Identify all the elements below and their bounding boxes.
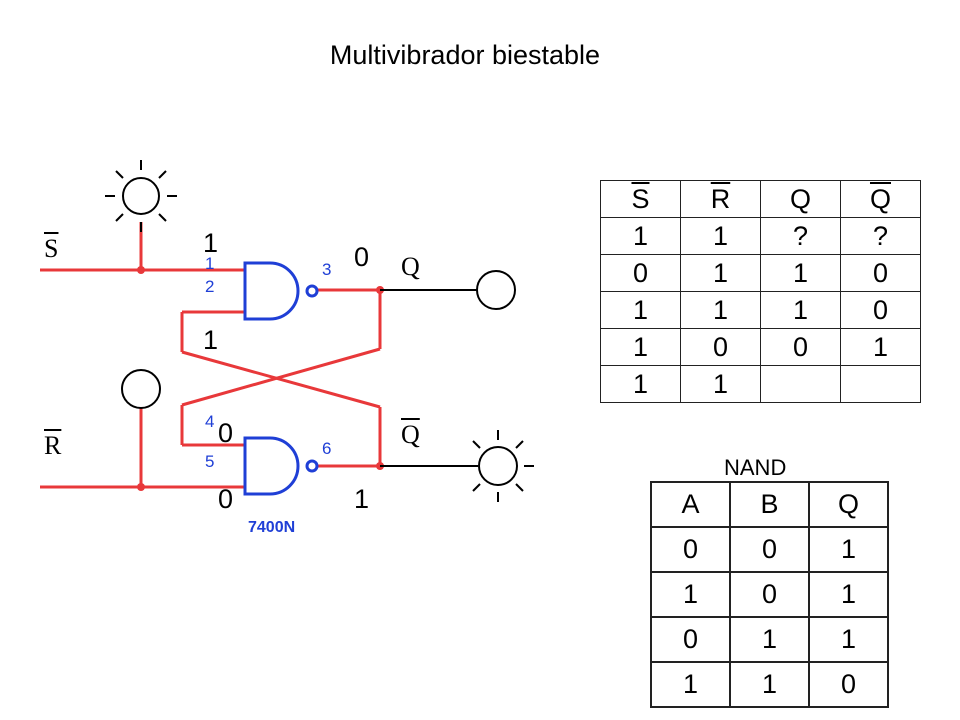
table-row: 1 1 1 0 bbox=[600, 291, 921, 329]
junction-s bbox=[137, 266, 145, 274]
table-cell: 1 bbox=[729, 616, 810, 663]
lamp-off-icon bbox=[121, 369, 161, 409]
nand-gate-top bbox=[243, 261, 319, 321]
lamp-off-icon bbox=[476, 270, 516, 310]
chip-label: 7400N bbox=[248, 519, 296, 536]
junction-r bbox=[137, 483, 145, 491]
logic-value-feedback-bottom: 0 bbox=[218, 418, 234, 448]
cross-wire-b bbox=[181, 347, 381, 407]
table-cell: 0 bbox=[760, 328, 841, 366]
table-cell: 1 bbox=[680, 217, 761, 255]
s-input-label: S bbox=[44, 234, 59, 263]
column-header-b: B bbox=[729, 481, 810, 528]
table-cell: 1 bbox=[650, 661, 731, 708]
pin-label: 1 bbox=[205, 254, 215, 273]
lamp-on-icon bbox=[462, 430, 534, 502]
table-cell: 1 bbox=[650, 571, 731, 618]
junction-nodes bbox=[137, 266, 384, 491]
table-header-row: S R Q Q bbox=[600, 180, 921, 218]
table-row: 1 1 ? ? bbox=[600, 217, 921, 255]
qbar-output-label: Q bbox=[401, 420, 420, 449]
table-cell: 1 bbox=[808, 571, 889, 618]
nand-truth-table: A B Q 0 0 1 1 0 1 0 1 1 1 1 0 bbox=[650, 481, 889, 708]
page-title: Multivibrador biestable bbox=[329, 40, 601, 70]
table-cell bbox=[760, 365, 841, 403]
table-row: 0 1 1 bbox=[650, 616, 889, 663]
column-header-qbar: Q bbox=[840, 180, 921, 218]
table-cell: 0 bbox=[729, 526, 810, 573]
pin-label: 5 bbox=[205, 452, 215, 471]
table-row: 1 0 0 1 bbox=[600, 328, 921, 366]
table-row: 0 0 1 bbox=[650, 526, 889, 573]
q-output-label: Q bbox=[401, 252, 420, 281]
r-input-label: R bbox=[44, 431, 62, 460]
logic-value-s-in: 1 bbox=[203, 228, 219, 258]
logic-value-qbar-out: 1 bbox=[354, 484, 370, 514]
table-cell: 0 bbox=[840, 254, 921, 292]
table-cell: 0 bbox=[840, 291, 921, 329]
table-cell: 1 bbox=[680, 365, 761, 403]
pin-label: 3 bbox=[322, 260, 332, 279]
table-cell: 1 bbox=[808, 526, 889, 573]
table-cell: 1 bbox=[680, 254, 761, 292]
table-cell: 0 bbox=[680, 328, 761, 366]
column-header-s: S bbox=[600, 180, 681, 218]
column-header-r: R bbox=[680, 180, 761, 218]
table-cell: 1 bbox=[600, 365, 681, 403]
table-cell: 1 bbox=[840, 328, 921, 366]
table-cell: 1 bbox=[680, 291, 761, 329]
bistable-circuit-diagram bbox=[40, 160, 534, 502]
wires bbox=[40, 222, 382, 489]
table-cell: ? bbox=[760, 217, 841, 255]
table-cell: 1 bbox=[808, 616, 889, 663]
lamp-on-icon bbox=[105, 160, 177, 232]
table-cell: 1 bbox=[760, 291, 841, 329]
table-cell: 0 bbox=[650, 526, 731, 573]
sr-truth-table: S R Q Q 1 1 ? ? 0 1 1 0 1 1 1 0 1 0 0 1 … bbox=[600, 180, 921, 403]
table-cell: ? bbox=[840, 217, 921, 255]
pin-label: 6 bbox=[322, 439, 332, 458]
nand-table-label: NAND bbox=[724, 455, 787, 480]
nand-gate-bottom bbox=[243, 436, 319, 496]
table-cell: 0 bbox=[808, 661, 889, 708]
table-cell: 1 bbox=[600, 291, 681, 329]
column-header-a: A bbox=[650, 481, 731, 528]
table-cell bbox=[840, 365, 921, 403]
table-cell: 0 bbox=[600, 254, 681, 292]
logic-value-r-in: 0 bbox=[218, 484, 234, 514]
column-header-q: Q bbox=[808, 481, 889, 528]
table-cell: 0 bbox=[650, 616, 731, 663]
pin-label: 2 bbox=[205, 277, 215, 296]
logic-value-feedback-top: 1 bbox=[203, 325, 219, 355]
table-row: 1 1 bbox=[600, 365, 921, 403]
table-cell: 1 bbox=[729, 661, 810, 708]
table-row: 1 1 0 bbox=[650, 661, 889, 708]
table-row: 0 1 1 0 bbox=[600, 254, 921, 292]
table-cell: 1 bbox=[600, 328, 681, 366]
table-header-row: A B Q bbox=[650, 481, 889, 528]
column-header-q: Q bbox=[760, 180, 841, 218]
pin-label: 4 bbox=[205, 412, 215, 431]
table-row: 1 0 1 bbox=[650, 571, 889, 618]
table-cell: 1 bbox=[600, 217, 681, 255]
cross-wire-a bbox=[181, 350, 381, 409]
logic-value-q-out: 0 bbox=[354, 242, 370, 272]
table-cell: 1 bbox=[760, 254, 841, 292]
table-cell: 0 bbox=[729, 571, 810, 618]
